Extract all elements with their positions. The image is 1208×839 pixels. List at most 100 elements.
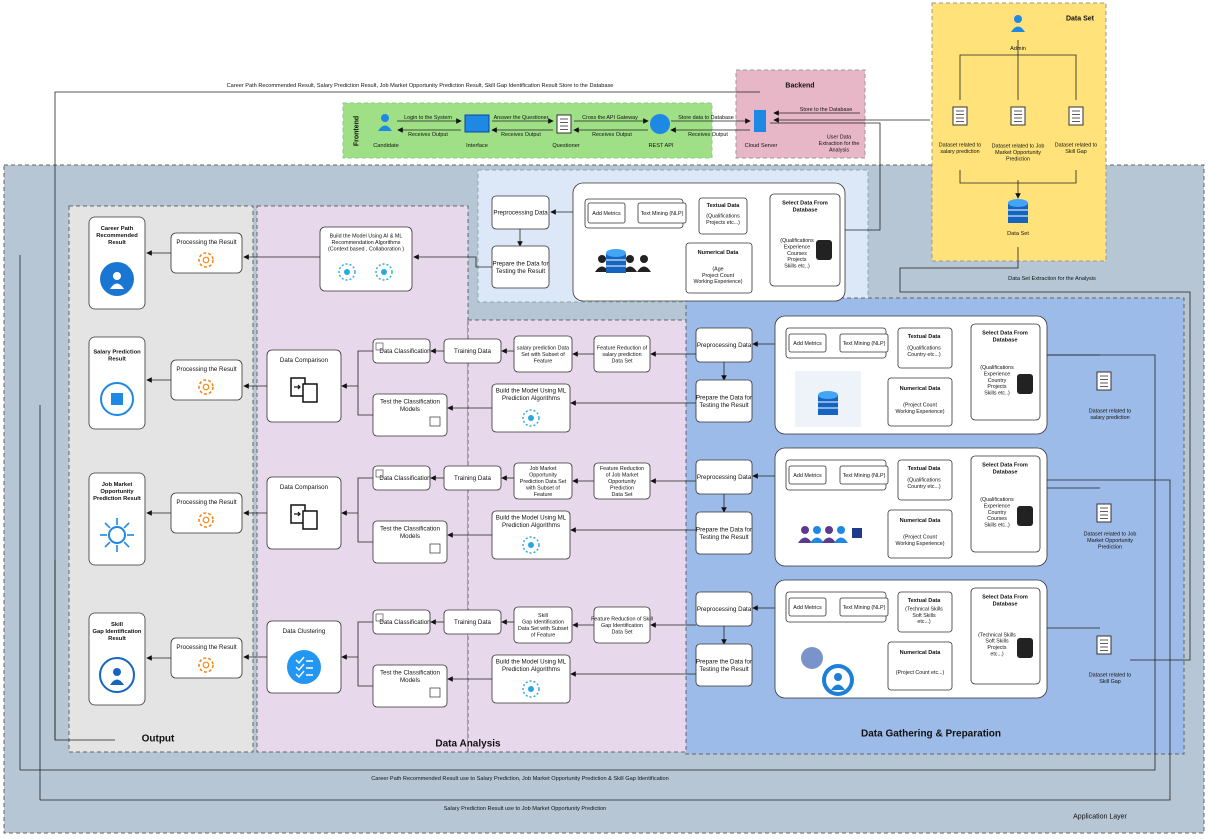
select-data-title-line: Select Data From (982, 463, 1028, 469)
numerical-data-detail-line: (Project Count etc...) (896, 670, 945, 676)
salary-use-line (40, 477, 1171, 801)
subset-box-text-line: Data Set with Subset (518, 626, 569, 632)
dataset-title: Data Set (1066, 15, 1095, 22)
rest-api-label: REST API (648, 143, 674, 149)
numerical-data-detail-line: Working Experience) (895, 541, 944, 547)
output-result-title-line: Skill (111, 622, 123, 628)
output-result-title-line: Result (108, 357, 126, 363)
select-data-detail-line: Soft Skills (985, 639, 1009, 645)
output-title-line: Output (142, 734, 175, 745)
cross-label-line: Cross the API Gateway (582, 115, 638, 121)
rest-api-label-line: REST API (648, 143, 674, 149)
add-metrics-box (788, 333, 827, 353)
output-result-title-line: Salary Prediction (93, 350, 141, 356)
numerical-data-title: Numerical Data (900, 650, 942, 656)
person-icon-body (595, 266, 609, 272)
subset-box (513, 606, 573, 644)
build-ml-model-box-text-line: Build the Model Using ML (496, 658, 567, 665)
data-classification-box-text: Data Classification (379, 619, 431, 626)
subset-box-text-line: Opportunity (529, 472, 557, 478)
ml-gear-icon (522, 536, 540, 554)
subset-box-text-line: Feature (534, 358, 553, 364)
preprocessing-box-text-line: Preprocessing Data (697, 342, 752, 349)
side-dataset-label-line: Prediction (1098, 544, 1122, 550)
preprocessing-box-text-line: Preprocessing Data (697, 474, 752, 481)
compare-icon-arrow (294, 511, 301, 517)
ml-gear-icon (522, 409, 540, 427)
skills-illustration (801, 647, 823, 669)
test-models-box-text-line: Test the Classification (380, 398, 440, 405)
test-to-compare (357, 513, 373, 543)
text-mining-box-text-line: Text Mining (NLP) (641, 211, 684, 217)
rest-api-icon (650, 114, 670, 134)
prepare-data-box-text-line: Prepare the Data for (696, 394, 752, 401)
analysis-title-line: Data Analysis (435, 739, 501, 750)
clustering-icon (287, 650, 321, 684)
training-data-box-text: Training Data (454, 348, 491, 355)
processing-result-box (170, 232, 243, 274)
feature-reduction-box-text-line: Feature Reduction (600, 466, 644, 472)
processing-gear-icon (198, 379, 214, 395)
training-data-box-text-line: Training Data (454, 619, 491, 626)
analytics-db-icon (818, 395, 838, 415)
output-result-title-line: Result (108, 636, 126, 642)
dataset-db-label-line: Data Set (1007, 231, 1029, 237)
prepare-data-box-text-line: Testing the Result (699, 534, 748, 541)
subset-box-text-line: of Feature (531, 633, 556, 639)
select-db-icon (1017, 374, 1033, 394)
select-data-box (970, 455, 1041, 553)
textual-data-box (897, 459, 953, 501)
subset-box-text-line: Skill (538, 613, 548, 619)
people-network-icon (640, 255, 648, 263)
side-dataset-icon (1096, 635, 1112, 655)
person-icon-body (798, 537, 812, 543)
processing-gear-icon (198, 252, 214, 268)
textual-data-detail-line: etc...) (917, 619, 930, 625)
job-market-icon-ray (104, 541, 111, 548)
build-ml-model-box (491, 510, 571, 560)
gathering-title: Data Gathering & Preparation (861, 729, 1001, 740)
scales-icon (429, 416, 441, 427)
database-icon-top (818, 391, 838, 399)
team-people-icon (825, 526, 833, 534)
prepare-data-box (695, 511, 753, 555)
comparison-box-text: Data Clustering (283, 628, 326, 635)
feature-reduction-box (593, 462, 651, 500)
user-data-label-line: Analysis (829, 147, 849, 153)
build-ml-model-box-text-line: Prediction Algorithms (502, 395, 560, 402)
classification-to-compare (341, 621, 373, 660)
textual-data-title: Textual Data (908, 466, 942, 472)
feature-reduction-box (593, 606, 651, 644)
feature-reduction-box-text-line: Feature Reduction of (597, 345, 648, 351)
preprocessing-box (695, 327, 753, 363)
network-db-icon (606, 253, 626, 273)
training-data-box (443, 338, 502, 364)
text-mining-box (839, 597, 889, 617)
numerical-data-title-line: Numerical Data (900, 518, 942, 524)
comparison-box-text-line: Data Clustering (283, 628, 326, 635)
gathering-title-line: Data Gathering & Preparation (861, 729, 1001, 740)
select-db-icon (1017, 638, 1033, 658)
team-building-icon (852, 528, 862, 538)
team-people-icon (801, 526, 809, 534)
select-data-detail-line: Skills etc..) (984, 391, 1010, 397)
career-path-icon-figure (113, 272, 121, 280)
build-ai-model-box-text-line: Recommendation Algorithms (332, 240, 401, 246)
add-metrics-box (587, 202, 626, 224)
numerical-data-box (887, 641, 953, 691)
person-icon-body (637, 266, 651, 272)
people-network-icon (626, 255, 634, 263)
side-dataset-label-line: Dataset related to (1089, 409, 1132, 415)
dataset-salary-icon (952, 106, 968, 126)
preprocessing-box (491, 195, 550, 230)
prepare-data-box-text-line: Testing the Result (699, 402, 748, 409)
textual-data-detail-line: Soft Skills (912, 613, 936, 619)
textual-data-detail-line: (Qualifications (907, 346, 941, 352)
side-dataset-label-line: Market Opportunity (1087, 538, 1133, 544)
dataset-db-icon (1008, 203, 1028, 223)
select-data-box (970, 323, 1041, 421)
